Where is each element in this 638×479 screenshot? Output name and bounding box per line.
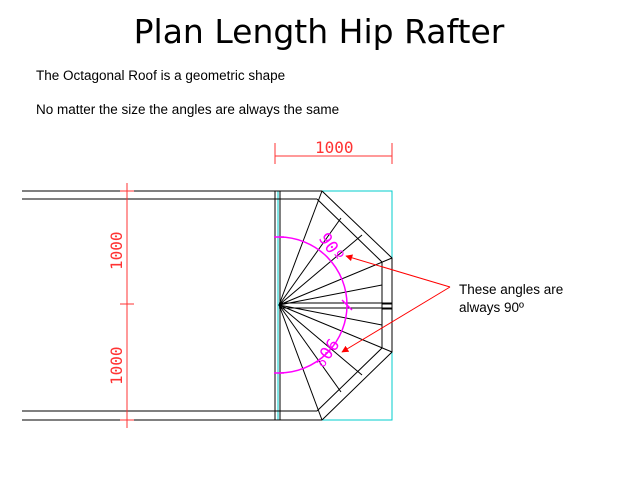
- intro-text-1: The Octagonal Roof is a geometric shape: [36, 68, 286, 83]
- rafter-lines: [278, 190, 393, 421]
- angle-arc: [274, 236, 353, 374]
- top-dimension-label: 1000: [315, 138, 354, 157]
- callout-line-1: These angles are: [459, 282, 564, 297]
- top-dimension-line: [274, 143, 393, 164]
- left-dimension-line: [120, 183, 134, 428]
- intro-text-2: No matter the size the angles are always…: [36, 102, 340, 117]
- angle-label-upper: 90º: [314, 229, 348, 266]
- callout-line-2: always 90º: [459, 300, 524, 315]
- slide-title: Plan Length Hip Rafter: [133, 12, 505, 51]
- arrow-lower: [341, 286, 451, 353]
- construction-square: [277, 190, 393, 421]
- callout-arrows: [341, 254, 451, 353]
- left-lower-dimension-label: 1000: [107, 346, 126, 385]
- wall-plates: [22, 190, 322, 421]
- arrow-upper: [345, 254, 451, 288]
- callout-text: These angles are always 90º: [459, 281, 609, 317]
- left-upper-dimension-label: 1000: [107, 231, 126, 270]
- octagon-outline: [316, 190, 393, 421]
